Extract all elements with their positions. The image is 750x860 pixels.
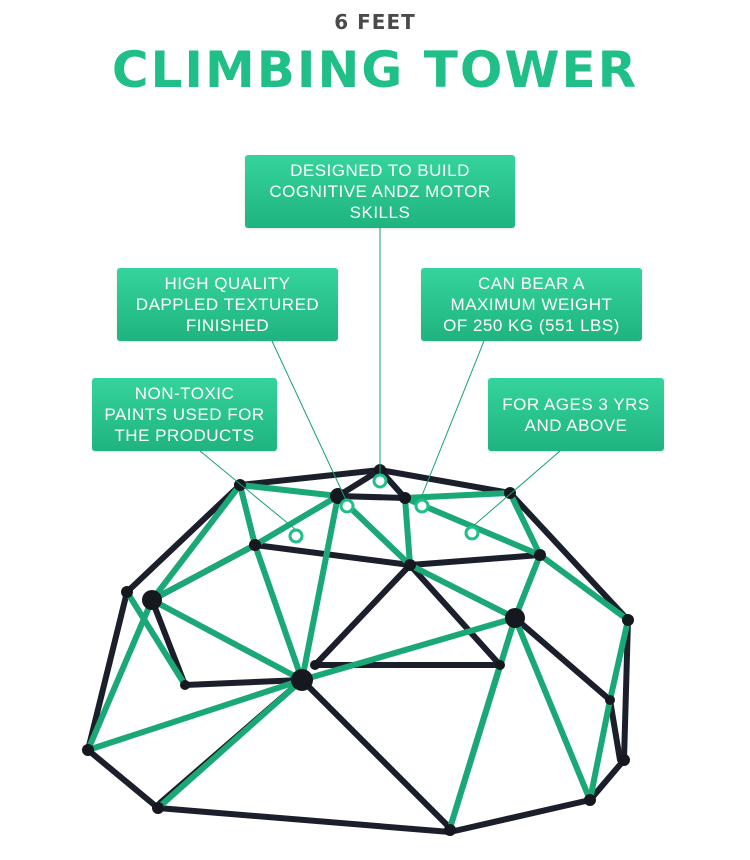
connector-ring-quality — [339, 498, 355, 514]
callout-connector-lines — [199, 228, 561, 531]
product-size-subtitle: 6 FEET — [334, 10, 416, 34]
dome-green-bars — [85, 482, 631, 831]
connector-ring-ages — [464, 525, 480, 541]
product-title: CLIMBING TOWER — [111, 41, 639, 99]
dome-joint-hubs — [82, 464, 634, 836]
callout-max-weight: CAN BEAR A MAXIMUM WEIGHT OF 250 KG (551… — [421, 268, 642, 341]
connector-ring-nontoxic — [288, 528, 304, 544]
callout-non-toxic: NON-TOXIC PAINTS USED FOR THE PRODUCTS — [92, 378, 277, 451]
callout-quality-finish: HIGH QUALITY DAPPLED TEXTURED FINISHED — [117, 268, 338, 341]
callout-cognitive-skills: DESIGNED TO BUILD COGNITIVE ANDZ MOTOR S… — [245, 155, 515, 228]
callout-age-range: FOR AGES 3 YRS AND ABOVE — [488, 378, 664, 451]
dome-dark-bars — [85, 467, 631, 835]
connector-end-rings — [288, 473, 480, 544]
connector-ring-weight — [414, 498, 430, 514]
connector-ring-cognitive — [372, 473, 388, 489]
